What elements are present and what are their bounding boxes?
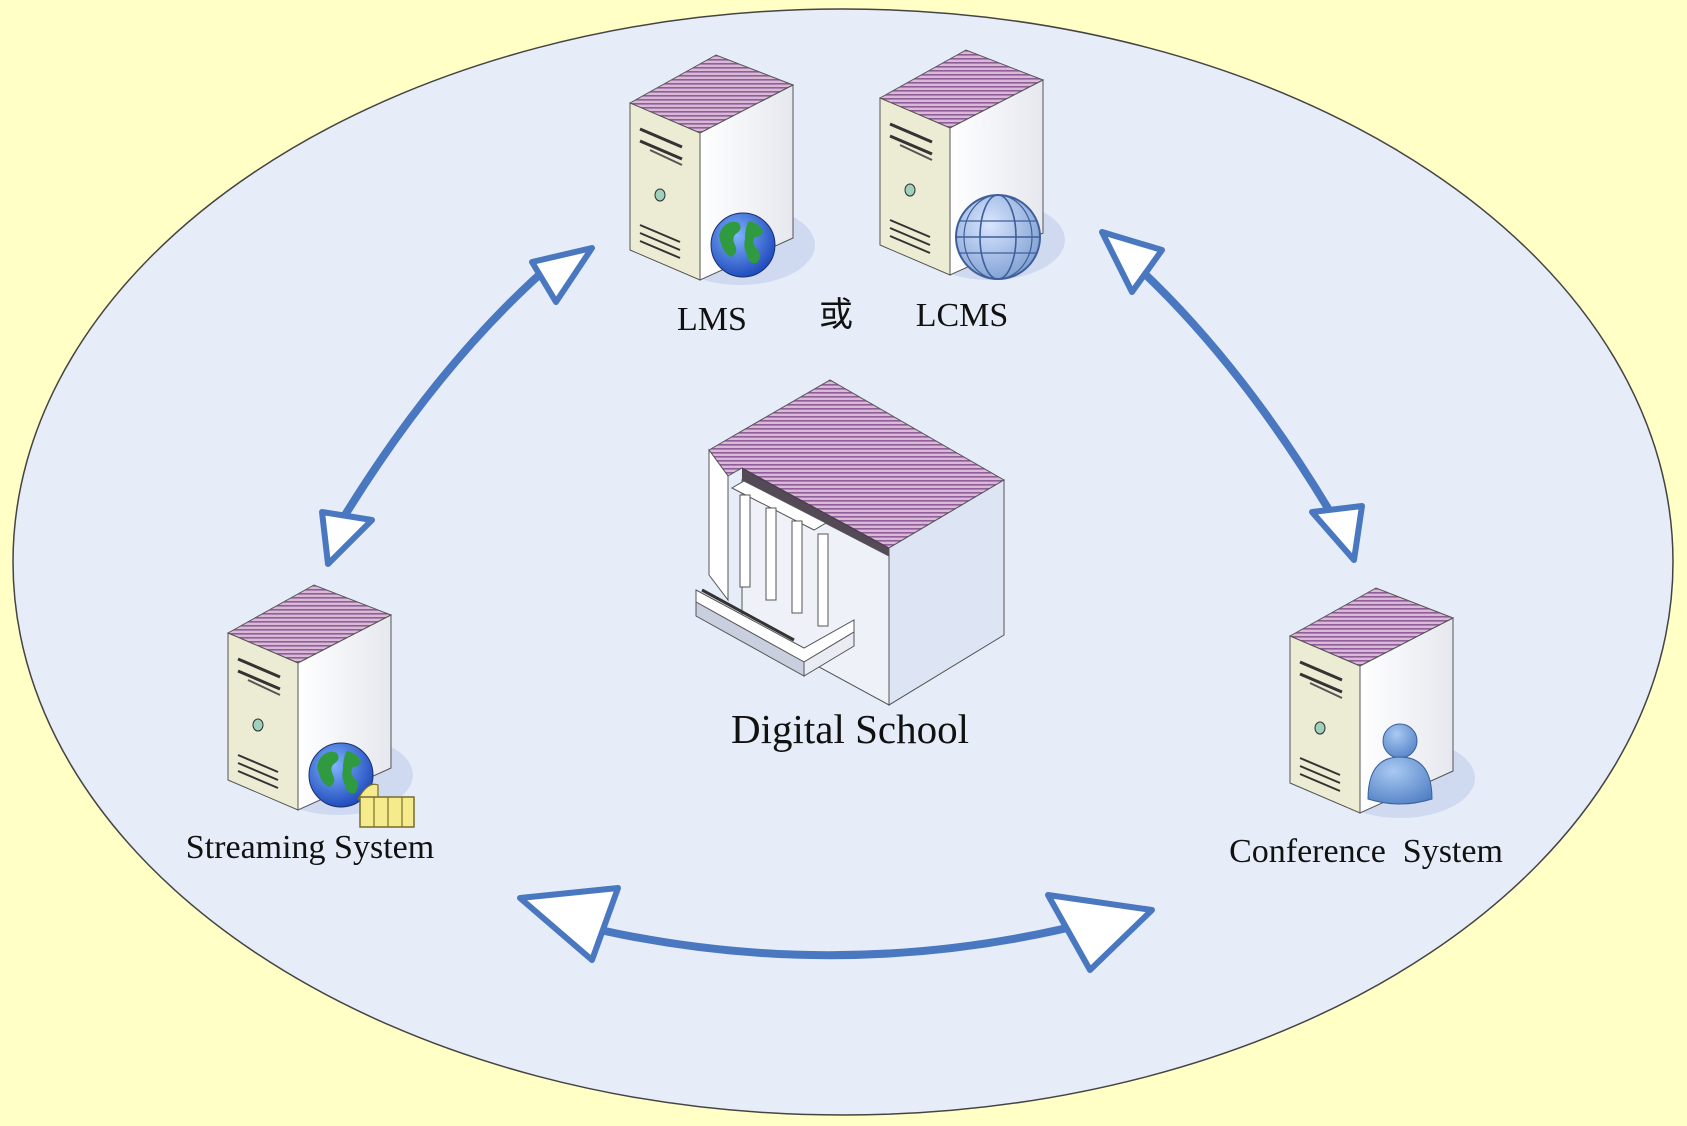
arrowhead-up-icon	[1099, 229, 1165, 295]
lms-server-icon	[628, 53, 817, 287]
film-icon	[356, 783, 415, 828]
lcms-server-icon	[878, 48, 1067, 282]
arrow-lms-streaming	[319, 245, 595, 567]
wireframe-globe-icon	[955, 194, 1041, 280]
digital-school-label: Digital School	[731, 706, 969, 752]
globe-icon	[710, 212, 776, 278]
conference-system-label: Conference System	[1229, 833, 1503, 870]
arrowhead-left-icon	[517, 885, 621, 963]
arrow-lcms-conference	[1099, 229, 1365, 563]
user-icon	[1367, 723, 1433, 805]
arrow-streaming-conference	[517, 885, 1155, 973]
arrowhead-down-icon	[1309, 503, 1365, 563]
arrowhead-up-icon	[529, 245, 595, 305]
or-separator-label: 或	[819, 296, 853, 334]
school-building-icon	[695, 379, 1005, 706]
conference-server-icon	[1288, 586, 1477, 820]
lcms-label: LCMS	[916, 297, 1009, 334]
arrowhead-down-icon	[319, 509, 375, 567]
streaming-system-label: Streaming System	[186, 829, 434, 866]
arrowhead-right-icon	[1045, 892, 1155, 973]
lms-label: LMS	[677, 301, 747, 338]
streaming-server-icon	[226, 583, 415, 828]
